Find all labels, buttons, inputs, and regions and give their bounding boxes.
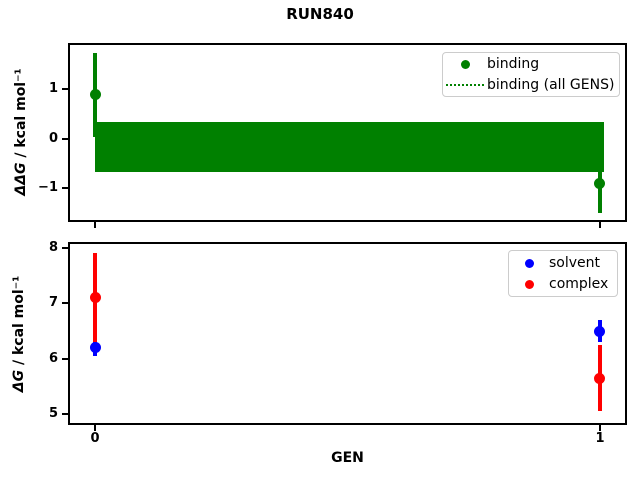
legend-item-complex: complex bbox=[509, 274, 617, 295]
binding-dot-icon bbox=[460, 59, 470, 69]
y-tick-label: 5 bbox=[48, 406, 58, 421]
y-tick-label: 6 bbox=[48, 351, 58, 366]
x-tick-label: 1 bbox=[595, 431, 605, 446]
solvent-point bbox=[89, 342, 101, 354]
legend-item-binding: binding bbox=[443, 54, 619, 75]
x-tick-mark bbox=[94, 425, 96, 431]
complex-dot-icon bbox=[524, 279, 534, 289]
y-tick-label: 1 bbox=[48, 81, 58, 96]
solvent-dot-icon bbox=[524, 258, 534, 268]
y-tick-mark bbox=[62, 358, 70, 360]
legend-label: binding bbox=[487, 56, 540, 72]
x-tick-mark bbox=[599, 222, 601, 228]
y-tick-mark bbox=[62, 88, 70, 90]
x-tick-mark bbox=[94, 222, 96, 228]
legend-item-solvent: solvent bbox=[509, 253, 617, 274]
y-tick-label: 7 bbox=[48, 295, 58, 310]
x-tick-mark bbox=[599, 425, 601, 431]
y-tick-mark bbox=[62, 247, 70, 249]
uncertainty-band bbox=[95, 121, 604, 172]
ylabel-math: ΔG bbox=[11, 369, 27, 393]
legend-marker bbox=[509, 279, 549, 289]
y-tick-label: 8 bbox=[48, 240, 58, 255]
y-tick-label: −1 bbox=[38, 180, 58, 195]
dotted-line-icon bbox=[446, 84, 484, 86]
y-tick-mark bbox=[62, 413, 70, 415]
y-tick-mark bbox=[62, 302, 70, 304]
legend-item-binding-all-gens: binding (all GENS) bbox=[443, 75, 619, 96]
legend-binding: binding binding (all GENS) bbox=[442, 52, 620, 97]
binding-point bbox=[89, 89, 101, 101]
x-axis-label: GEN bbox=[331, 450, 364, 466]
complex-point bbox=[594, 372, 606, 384]
legend-label: solvent bbox=[549, 255, 601, 271]
legend-marker bbox=[443, 59, 487, 69]
legend-marker bbox=[509, 258, 549, 268]
complex-point bbox=[89, 292, 101, 304]
y-tick-mark bbox=[62, 138, 70, 140]
y-tick-label: 0 bbox=[48, 131, 58, 146]
figure-title: RUN840 bbox=[286, 5, 354, 23]
legend-marker bbox=[443, 84, 487, 86]
binding-point bbox=[594, 177, 606, 189]
y-tick-mark bbox=[62, 187, 70, 189]
x-tick-label: 0 bbox=[90, 431, 100, 446]
legend-dg: solvent complex bbox=[508, 250, 618, 297]
legend-label: complex bbox=[549, 276, 609, 292]
y-axis-label-dg: ΔG / kcal mol⁻¹ bbox=[10, 244, 28, 424]
solvent-point bbox=[594, 325, 606, 337]
legend-label: binding (all GENS) bbox=[487, 77, 615, 93]
